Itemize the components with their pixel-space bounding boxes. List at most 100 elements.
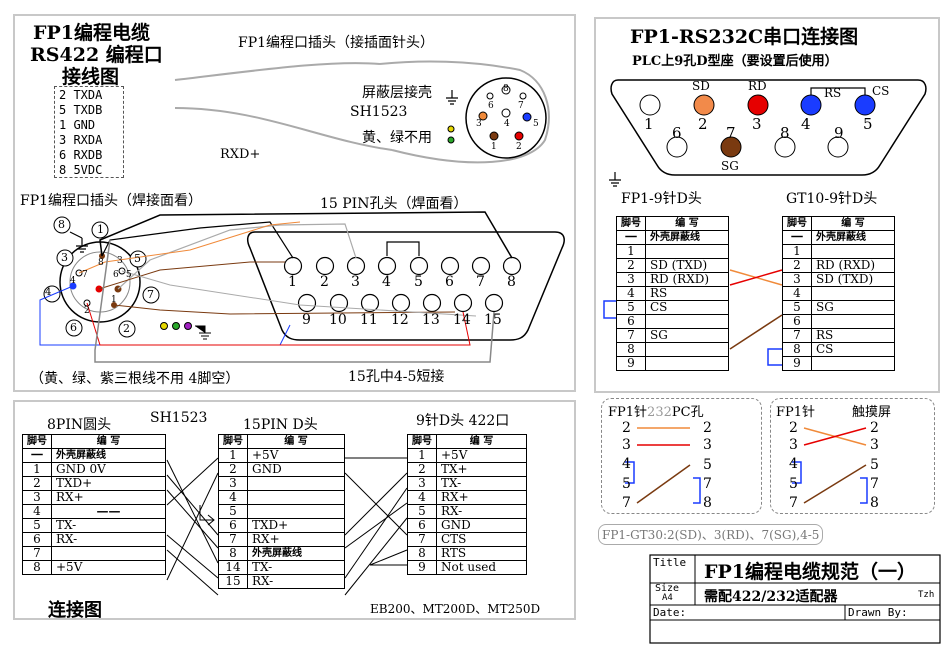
pin-legend-row: 6 RXDB — [59, 148, 103, 162]
box2-left-4: 4 — [789, 456, 798, 472]
pin-desc — [645, 244, 729, 259]
pin-desc: GND 0V — [51, 462, 166, 477]
pin-num: 3 — [616, 272, 646, 287]
pin-num: 4 — [407, 490, 437, 505]
db9-label-sd: SD — [692, 79, 710, 93]
pin-desc: 外壳屏蔽线 — [51, 448, 166, 463]
pin-num: 5 — [616, 300, 646, 315]
pin-num: 3 — [782, 272, 812, 287]
db9-bot-9: 9 — [834, 124, 844, 142]
box2-right-2: 2 — [870, 420, 879, 436]
pin-num: 5 — [218, 504, 248, 519]
pin-num: 9 — [407, 560, 437, 575]
weld-pin-7: 7 — [147, 288, 154, 301]
db9-top-2: 2 — [698, 115, 708, 133]
db15-bot-11: 11 — [360, 312, 378, 328]
box-fp1-touch — [770, 398, 935, 514]
sh-label: SH1523 — [350, 104, 408, 120]
pin-desc: TXD+ — [51, 476, 166, 491]
pin-num: 6 — [782, 314, 812, 329]
pin-num: 8 — [218, 546, 248, 561]
hdr-pin: 脚号 — [407, 434, 437, 449]
pin-desc — [247, 476, 345, 491]
db9-top-3: 3 — [752, 115, 762, 133]
pin-legend-box: 2 TXDA 5 TXDB 1 GND 3 RXDA 6 RXDB 8 5VDC — [54, 86, 124, 178]
box1-left-7: 7 — [622, 495, 631, 511]
rxd-label: RXD+ — [220, 147, 261, 162]
db15-bot-12: 12 — [391, 312, 409, 328]
weld-pin-6: 6 — [70, 321, 77, 334]
weld-inner-3: 3 — [117, 256, 123, 266]
pin-num: 15 — [218, 574, 248, 589]
weld-pin-2: 2 — [123, 322, 130, 335]
din-pin-3: 3 — [476, 119, 482, 129]
pin-desc: CTS — [436, 532, 527, 547]
hdr-desc: 编 写 — [645, 216, 729, 231]
db15-bot-9: 9 — [302, 312, 311, 328]
weld-pin-3: 3 — [61, 251, 68, 264]
db9-bot-8: 8 — [780, 124, 790, 142]
pin-desc — [247, 490, 345, 505]
db15-bot-10: 10 — [329, 312, 347, 328]
weld-inner-5: 5 — [126, 270, 132, 280]
pin-num: 6 — [218, 518, 248, 533]
pin-num: 2 — [22, 476, 52, 491]
pin-num: 4 — [782, 286, 812, 301]
pin-num: 4 — [22, 504, 52, 519]
pin-num: 9 — [782, 356, 812, 371]
box2-title-b: 触摸屏 — [852, 405, 892, 420]
pin-num: 14 — [218, 560, 248, 575]
pin-num: 一 — [22, 448, 52, 463]
pin-desc: TX- — [436, 476, 527, 491]
din-pin-4: 4 — [504, 119, 510, 129]
pin-num: 2 — [218, 462, 248, 477]
left-title-3: 接线图 — [62, 66, 120, 88]
din-pin-6: 6 — [488, 101, 494, 111]
tb-date-label: Date: — [653, 606, 687, 619]
note-unused: （黄、绿、紫三根线不用 4脚空） — [30, 371, 240, 387]
weld-inner-4: 4 — [70, 276, 76, 286]
pin-num: 7 — [407, 532, 437, 547]
panel-fp1-rs422 — [13, 14, 576, 392]
box1-title: FP1针232PC孔 — [608, 401, 704, 420]
tb-desc: 需配422/232适配器 — [704, 589, 838, 605]
box1-left-4: 4 — [622, 456, 631, 472]
hdr-pin: 脚号 — [616, 216, 646, 231]
pin-desc: RX+ — [436, 490, 527, 505]
box2-left-5: 5 — [789, 476, 798, 492]
pin-num: 5 — [22, 518, 52, 533]
pin-desc: RX- — [51, 532, 166, 547]
pin-desc: RD (RXD) — [645, 272, 729, 287]
box2-right-8: 8 — [870, 495, 879, 511]
weld-pin-4: 4 — [45, 287, 52, 298]
pin-num: 2 — [616, 258, 646, 273]
pin-num: 6 — [616, 314, 646, 329]
db15-bot-14: 14 — [453, 312, 471, 328]
db15-top-4: 4 — [382, 274, 391, 290]
pin-desc: RTS — [436, 546, 527, 561]
pin-desc — [645, 314, 729, 329]
pin-desc: +5V — [436, 448, 527, 463]
pin-num: 8 — [782, 342, 812, 357]
box2-right-3: 3 — [870, 437, 879, 453]
pin-desc: SG — [645, 328, 729, 343]
box1-left-5: 5 — [622, 476, 631, 492]
hdr-desc: 编 写 — [247, 434, 345, 449]
tb-size-label: Size — [655, 583, 680, 594]
weld-title: FP1编程口插头（焊接面看） — [20, 193, 203, 209]
bottom-h9: 9针D头 422口 — [416, 413, 510, 429]
box2-left-3: 3 — [789, 437, 798, 453]
pin-num: 3 — [218, 476, 248, 491]
pin-num: 8 — [407, 546, 437, 561]
note-short: 15孔中4-5短接 — [348, 369, 445, 385]
pin-desc: SD (TXD) — [811, 272, 895, 287]
pin-legend-row: 3 RXDA — [59, 133, 103, 147]
db15-bot-15: 15 — [484, 312, 502, 328]
pin-num: 2 — [407, 462, 437, 477]
weld-inner-8: 8 — [98, 258, 104, 268]
pin-legend-row: 5 TXDB — [59, 103, 103, 117]
tb-drawn-label: Drawn By: — [848, 606, 908, 619]
pin-desc: RS — [645, 286, 729, 301]
